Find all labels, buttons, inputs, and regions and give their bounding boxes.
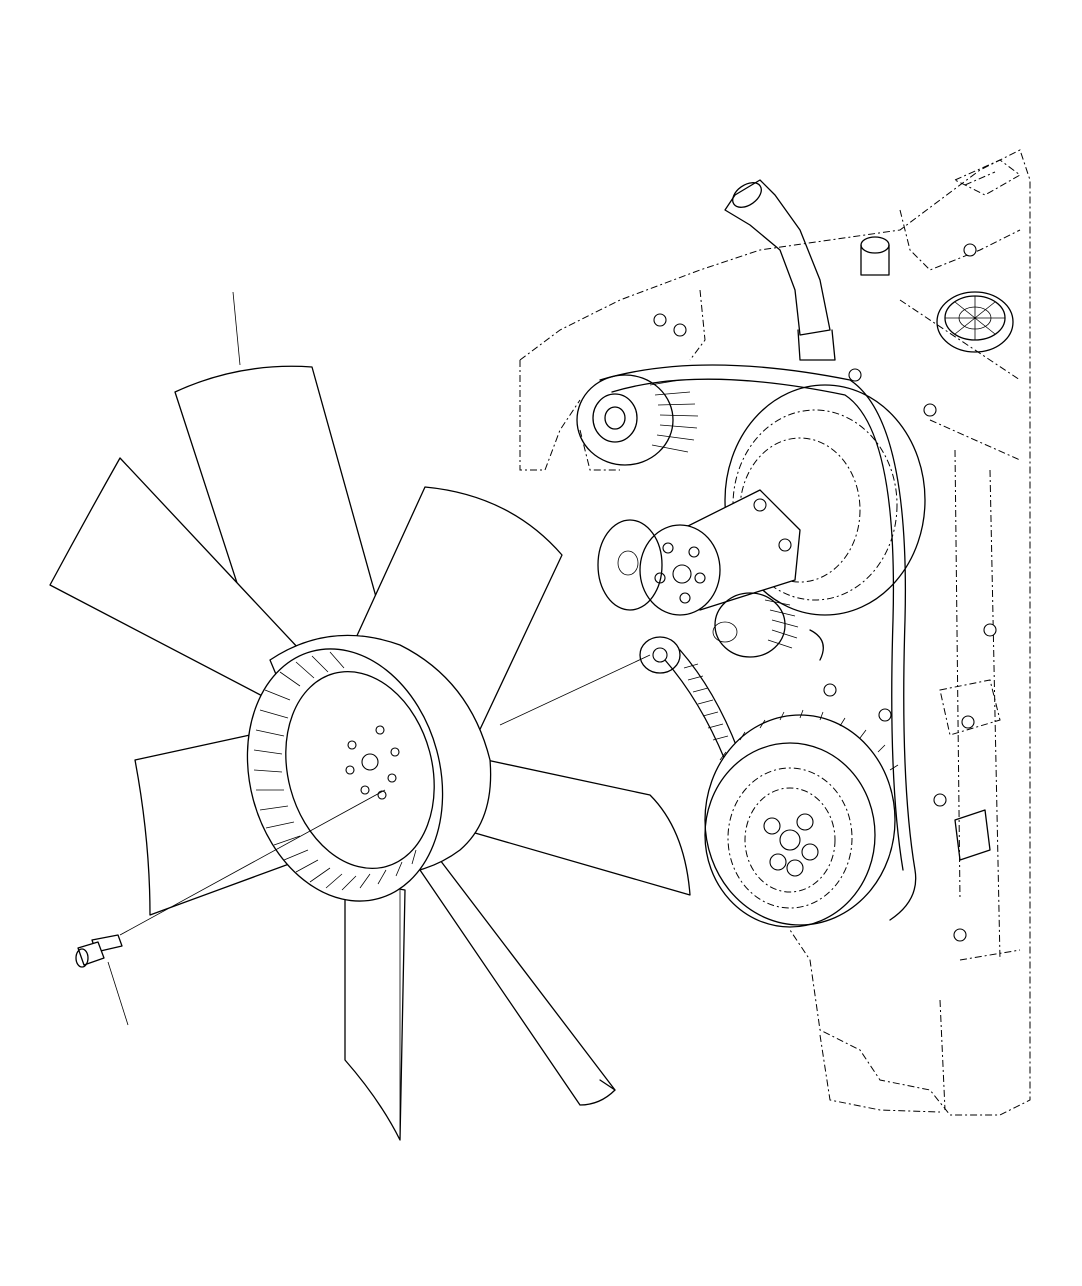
hub-ribs [253,651,417,891]
engine-block [519,149,1031,1116]
fan-hub-adapter [639,489,801,616]
hub-bolt-holes [345,725,400,800]
mounting-bolt [75,934,129,1026]
tensioner-pulley [712,592,799,658]
fan-blade-right [429,749,691,896]
idler-pulley-upper [576,374,699,466]
idler-pulley-left [597,519,663,611]
fan-blade-upper-left [49,457,301,701]
fan-drive-pulley [724,384,926,616]
fan-blade-top [174,365,389,701]
fan-blade-assembly [49,291,691,1141]
ribbed-cap [936,291,1014,353]
fan-blade-bottom-right [419,859,616,1106]
fan-blade-bottom-left [344,879,406,1141]
crankshaft-damper [704,709,899,928]
